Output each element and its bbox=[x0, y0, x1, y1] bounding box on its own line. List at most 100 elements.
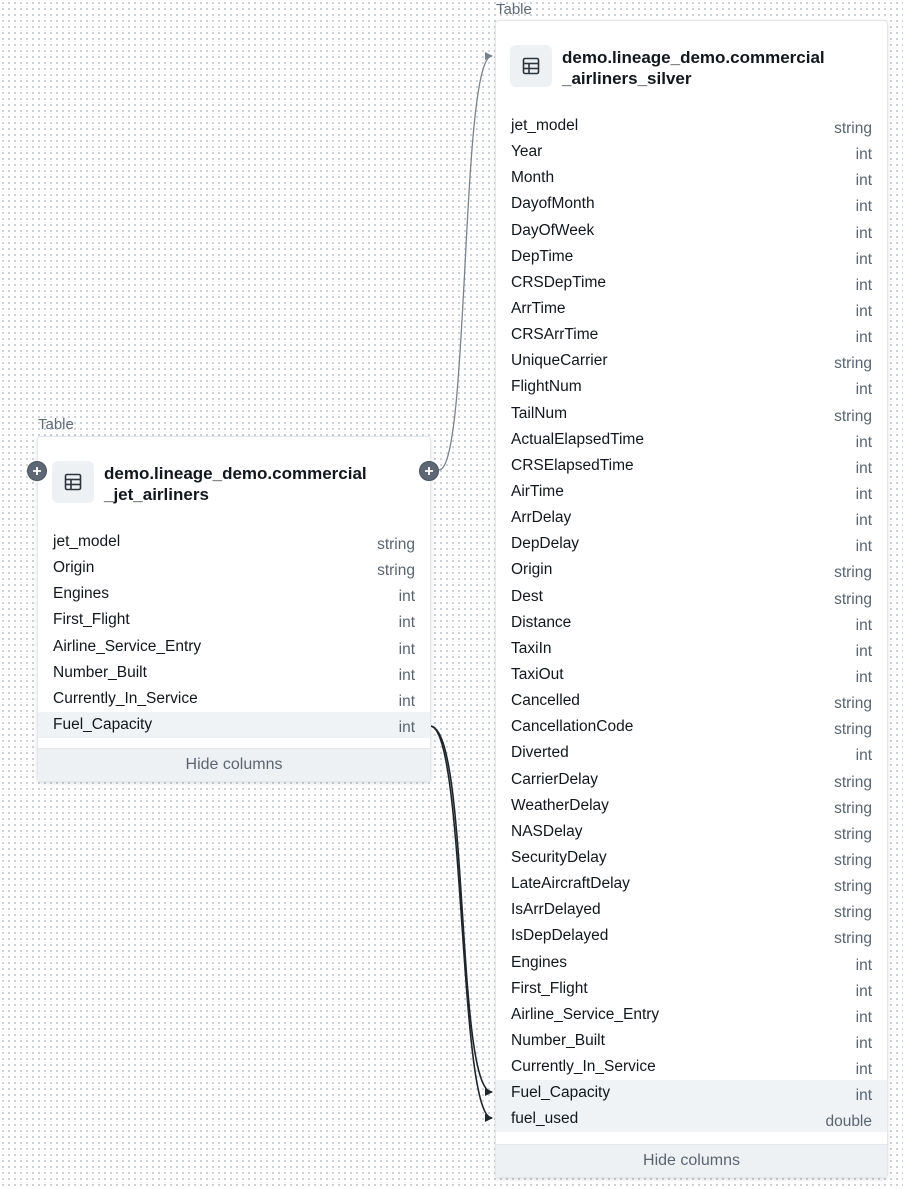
column-name: IsDepDelayed bbox=[511, 927, 609, 945]
column-row[interactable]: LateAircraftDelay string bbox=[496, 871, 887, 897]
target-table-type-label: Table bbox=[496, 1, 532, 18]
source-table-title: demo.lineage_demo.commercial _jet_airlin… bbox=[104, 463, 367, 505]
column-row[interactable]: IsDepDelayed string bbox=[496, 923, 887, 949]
column-name: NASDelay bbox=[511, 822, 583, 840]
source-table-type-label: Table bbox=[38, 416, 74, 433]
column-name: CancellationCode bbox=[511, 718, 634, 736]
column-type: string bbox=[834, 878, 872, 896]
column-type: int bbox=[855, 982, 872, 1000]
column-type: int bbox=[855, 1008, 872, 1026]
source-table-card[interactable]: demo.lineage_demo.commercial _jet_airlin… bbox=[37, 436, 431, 782]
column-name: UniqueCarrier bbox=[511, 352, 608, 370]
column-type: int bbox=[855, 303, 872, 321]
column-type: string bbox=[834, 930, 872, 948]
column-name: TailNum bbox=[511, 404, 567, 422]
source-hide-columns-button[interactable]: Hide columns bbox=[38, 748, 430, 781]
column-row[interactable]: ArrDelay int bbox=[496, 505, 887, 531]
column-type: int bbox=[855, 538, 872, 556]
column-name: Origin bbox=[511, 561, 553, 579]
column-name: Fuel_Capacity bbox=[53, 716, 153, 734]
column-lineage-edge-fuel-capacity bbox=[429, 725, 493, 1096]
column-type: int bbox=[855, 486, 872, 504]
column-type: string bbox=[834, 825, 872, 843]
column-row[interactable]: Fuel_Capacity int bbox=[496, 1080, 887, 1107]
table-lineage-edge bbox=[438, 52, 493, 471]
column-row[interactable]: ArrTime int bbox=[496, 296, 887, 322]
target-table-card[interactable]: demo.lineage_demo.commercial _airliners_… bbox=[495, 20, 888, 1178]
column-name: ActualElapsedTime bbox=[511, 430, 644, 448]
column-name: SecurityDelay bbox=[511, 849, 607, 866]
column-type: string bbox=[834, 799, 872, 817]
column-type: string bbox=[834, 773, 872, 791]
column-name: LateAircraftDelay bbox=[511, 875, 630, 893]
column-name: jet_model bbox=[53, 533, 121, 551]
column-row[interactable]: First_Flight int bbox=[496, 976, 887, 1002]
column-type: int bbox=[855, 381, 872, 399]
column-type: string bbox=[834, 407, 872, 425]
column-name: Year bbox=[511, 143, 543, 161]
target-hide-columns-button[interactable]: Hide columns bbox=[496, 1144, 887, 1177]
source-upstream-expand-icon[interactable] bbox=[27, 461, 47, 481]
target-table-header: demo.lineage_demo.commercial _airliners_… bbox=[510, 45, 825, 89]
source-downstream-expand-icon[interactable] bbox=[419, 461, 439, 481]
column-type: string bbox=[377, 562, 415, 580]
column-name: Engines bbox=[53, 585, 110, 603]
column-row[interactable]: DepTime int bbox=[496, 244, 887, 270]
column-type: int bbox=[855, 512, 872, 530]
source-table-header: demo.lineage_demo.commercial _jet_airlin… bbox=[52, 461, 367, 505]
column-name: ArrDelay bbox=[511, 509, 572, 527]
column-row[interactable]: NASDelay string bbox=[496, 819, 887, 845]
column-name: Currently_In_Service bbox=[53, 689, 198, 707]
column-type: int bbox=[398, 640, 415, 658]
column-type: int bbox=[855, 250, 872, 268]
column-name: DepTime bbox=[511, 247, 574, 265]
column-name: Fuel_Capacity bbox=[511, 1084, 611, 1102]
column-name: fuel_used bbox=[511, 1110, 579, 1128]
column-name: ArrTime bbox=[511, 300, 566, 318]
column-row[interactable]: TailNum string bbox=[496, 401, 887, 427]
column-name: First_Flight bbox=[511, 979, 588, 997]
column-type: int bbox=[855, 1087, 872, 1105]
column-name: Distance bbox=[511, 613, 572, 631]
column-type: string bbox=[834, 695, 872, 713]
table-icon bbox=[52, 461, 94, 503]
